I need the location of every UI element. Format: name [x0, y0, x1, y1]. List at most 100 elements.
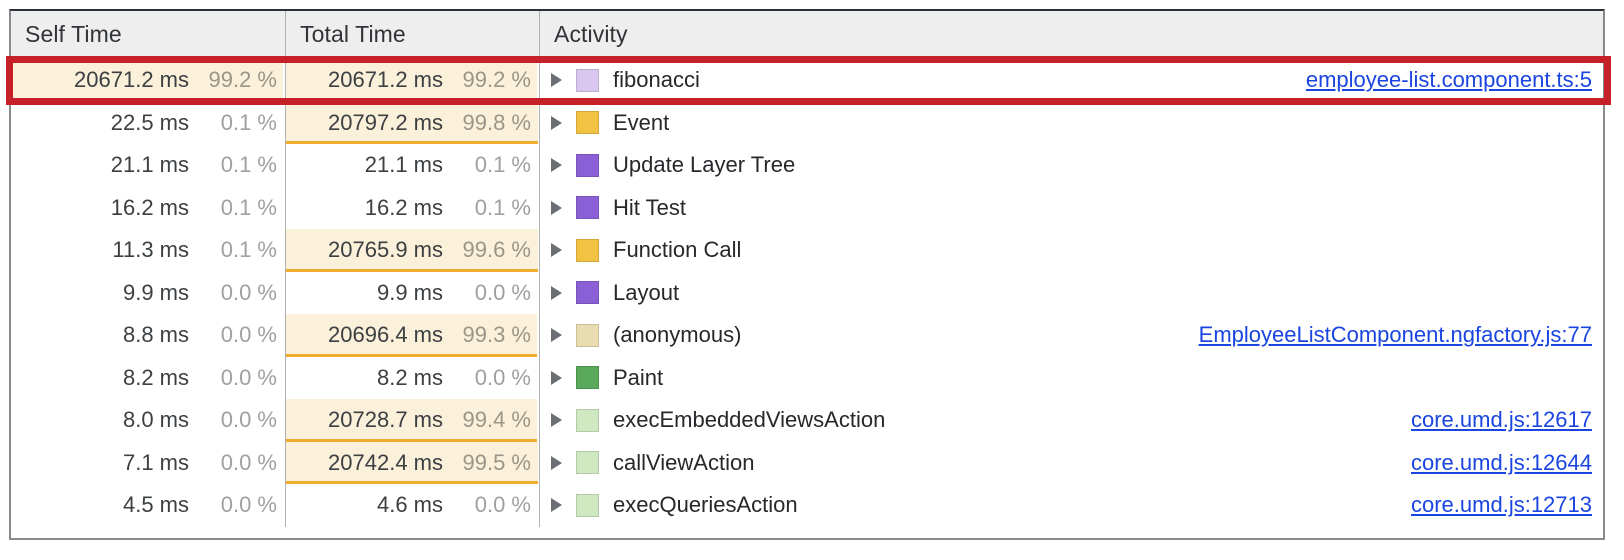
total-time-values: 20765.9 ms 99.6 % — [328, 237, 531, 263]
expand-triangle-icon[interactable] — [551, 286, 562, 300]
self-time-ms: 7.1 ms — [123, 450, 189, 476]
activity-color-swatch-icon — [576, 239, 599, 262]
source-location-link[interactable]: employee-list.component.ts:5 — [1306, 67, 1603, 93]
total-time-values: 4.6 ms 0.0 % — [377, 492, 531, 518]
self-time-values: 8.0 ms0.0 % — [123, 407, 277, 433]
total-time-ms: 8.2 ms — [377, 365, 443, 391]
self-time-values: 4.5 ms0.0 % — [123, 492, 277, 518]
table-header-row: Self Time Total Time Activity — [11, 11, 1603, 59]
column-header-activity[interactable]: Activity — [540, 11, 1603, 58]
self-time-values: 22.5 ms 0.1 % — [111, 110, 277, 136]
cell-activity: Paint — [540, 357, 1603, 400]
self-time-percent: 99.2 % — [203, 67, 277, 93]
total-time-values: 20797.2 ms 99.8 % — [328, 110, 531, 136]
self-time-values: 8.2 ms0.0 % — [123, 365, 277, 391]
table-row[interactable]: 21.1 ms0.1 %21.1 ms0.1 %Update Layer Tre… — [11, 144, 1603, 187]
activity-color-swatch-icon — [576, 111, 599, 134]
cell-total-time: 20742.4 ms99.5 % — [286, 442, 540, 485]
cell-self-time: 21.1 ms0.1 % — [11, 144, 286, 187]
expand-triangle-icon[interactable] — [551, 413, 562, 427]
column-header-self-time[interactable]: Self Time — [11, 11, 286, 58]
expand-triangle-icon[interactable] — [551, 498, 562, 512]
activity-name: execEmbeddedViewsAction — [613, 407, 885, 433]
self-time-ms: 8.8 ms — [123, 322, 189, 348]
self-time-ms: 11.3 ms — [112, 237, 189, 263]
activity-name: execQueriesAction — [613, 492, 798, 518]
self-time-percent: 0.1 % — [203, 152, 277, 178]
total-time-percent: 0.0 % — [457, 280, 531, 306]
total-time-ms: 20728.7 ms — [328, 407, 443, 433]
activity-color-swatch-icon — [576, 196, 599, 219]
cell-self-time: 7.1 ms 0.0 % — [11, 442, 286, 485]
total-time-ms: 20765.9 ms — [328, 237, 443, 263]
self-time-percent: 0.1 % — [203, 237, 277, 263]
total-time-ms: 9.9 ms — [377, 280, 443, 306]
total-time-ms: 4.6 ms — [377, 492, 443, 518]
table-row[interactable]: 11.3 ms0.1 %20765.9 ms99.6 %Function Cal… — [11, 229, 1603, 272]
column-header-total-time[interactable]: Total Time — [286, 11, 540, 58]
cell-total-time: 20765.9 ms 99.6 % — [286, 229, 540, 272]
total-time-ms: 20797.2 ms — [328, 110, 443, 136]
self-time-values: 21.1 ms0.1 % — [111, 152, 277, 178]
table-row[interactable]: 22.5 ms0.1 %20797.2 ms99.8 %Event — [11, 102, 1603, 145]
table-body: 20671.2 ms99.2 %20671.2 ms99.2 %fibonacc… — [11, 59, 1603, 527]
total-time-percent: 0.1 % — [457, 152, 531, 178]
self-time-ms: 22.5 ms — [111, 110, 189, 136]
cell-self-time: 16.2 ms 0.1 % — [11, 187, 286, 230]
self-time-values: 7.1 ms 0.0 % — [123, 450, 277, 476]
self-time-values: 8.8 ms0.0 % — [123, 322, 277, 348]
expand-triangle-icon[interactable] — [551, 73, 562, 87]
self-time-percent: 0.1 % — [203, 110, 277, 136]
cell-total-time: 20797.2 ms 99.8 % — [286, 102, 540, 145]
activity-name: (anonymous) — [613, 322, 741, 348]
expand-triangle-icon[interactable] — [551, 371, 562, 385]
activity-color-swatch-icon — [576, 69, 599, 92]
activity-name: Update Layer Tree — [613, 152, 795, 178]
activity-color-swatch-icon — [576, 281, 599, 304]
total-time-percent: 99.8 % — [457, 110, 531, 136]
self-time-percent: 0.0 % — [203, 450, 277, 476]
source-location-link[interactable]: EmployeeListComponent.ngfactory.js:77 — [1199, 322, 1603, 348]
table-row[interactable]: 4.5 ms0.0 % 4.6 ms 0.0 % execQueriesAction c… — [11, 484, 1603, 527]
table-row[interactable]: 8.8 ms0.0 %20696.4 ms99.3 %(anonymous)Em… — [11, 314, 1603, 357]
self-time-values: 16.2 ms 0.1 % — [111, 195, 277, 221]
cell-self-time: 9.9 ms0.0 % — [11, 272, 286, 315]
self-time-percent: 0.1 % — [203, 195, 277, 221]
source-location-link[interactable]: core.umd.js:12617 — [1411, 407, 1603, 433]
self-time-percent: 0.0 % — [203, 492, 277, 518]
self-time-ms: 8.0 ms — [123, 407, 189, 433]
table-row[interactable]: 8.0 ms0.0 %20728.7 ms99.4 %execEmbeddedV… — [11, 399, 1603, 442]
total-time-percent: 99.6 % — [457, 237, 531, 263]
cell-total-time: 16.2 ms0.1 % — [286, 187, 540, 230]
source-location-link[interactable]: core.umd.js:12713 — [1411, 492, 1603, 518]
activity-color-swatch-icon — [576, 154, 599, 177]
activity-color-swatch-icon — [576, 324, 599, 347]
bottom-up-performance-table: Self Time Total Time Activity 20671.2 ms… — [9, 9, 1605, 540]
total-time-values: 8.2 ms 0.0 % — [377, 365, 531, 391]
total-time-values: 9.9 ms 0.0 % — [377, 280, 531, 306]
cell-self-time: 20671.2 ms 99.2 % — [11, 59, 286, 102]
table-row[interactable]: 7.1 ms0.0 %20742.4 ms99.5 %callViewActio… — [11, 442, 1603, 485]
total-time-percent: 0.0 % — [457, 492, 531, 518]
total-time-percent: 0.0 % — [457, 365, 531, 391]
expand-triangle-icon[interactable] — [551, 328, 562, 342]
source-location-link[interactable]: core.umd.js:12644 — [1411, 450, 1603, 476]
expand-triangle-icon[interactable] — [551, 201, 562, 215]
self-time-ms: 16.2 ms — [111, 195, 189, 221]
activity-name: Paint — [613, 365, 663, 391]
cell-activity: execEmbeddedViewsAction core.umd.js:12617 — [540, 399, 1603, 442]
expand-triangle-icon[interactable] — [551, 243, 562, 257]
table-row[interactable]: 8.2 ms0.0 %8.2 ms0.0 %Paint — [11, 357, 1603, 400]
table-row[interactable]: 16.2 ms0.1 %16.2 ms0.1 %Hit Test — [11, 187, 1603, 230]
activity-color-swatch-icon — [576, 494, 599, 517]
expand-triangle-icon[interactable] — [551, 158, 562, 172]
total-time-percent: 99.2 % — [457, 67, 531, 93]
self-time-ms: 20671.2 ms — [74, 67, 189, 93]
table-row[interactable]: 20671.2 ms99.2 %20671.2 ms99.2 %fibonacc… — [11, 59, 1603, 102]
expand-triangle-icon[interactable] — [551, 116, 562, 130]
cell-activity: fibonacciemployee-list.component.ts:5 — [540, 59, 1603, 102]
self-time-percent: 0.0 % — [203, 365, 277, 391]
table-row[interactable]: 9.9 ms0.0 %9.9 ms0.0 %Layout — [11, 272, 1603, 315]
expand-triangle-icon[interactable] — [551, 456, 562, 470]
